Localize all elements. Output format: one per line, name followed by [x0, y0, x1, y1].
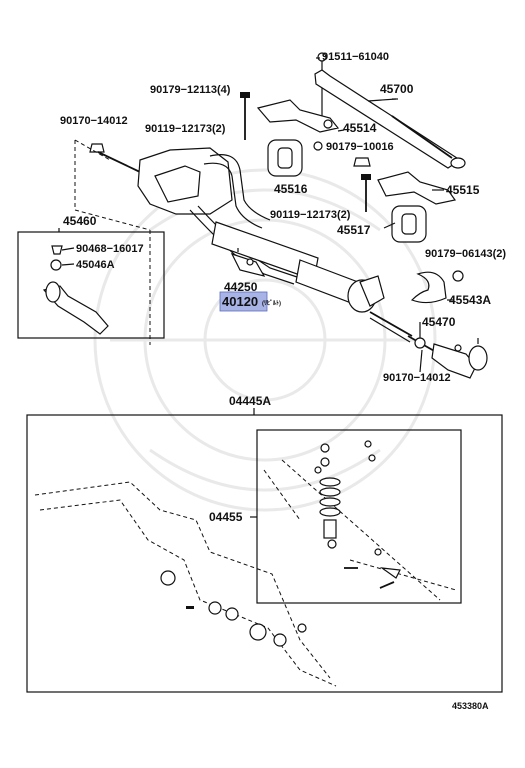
- label-04455[interactable]: 04455: [209, 510, 243, 524]
- label-40120-suffix: (ﾘﾋﾞﾙﾄ): [262, 299, 281, 307]
- label-91511-61040[interactable]: 91511−61040: [322, 51, 389, 63]
- damper-bracket-illustration: [256, 99, 457, 243]
- label-90179-10016[interactable]: 90179−10016: [326, 141, 394, 153]
- part-labels: 91511−61040 45700 90179−12113(4) 90170−1…: [60, 51, 506, 711]
- label-90179-12113[interactable]: 90179−12113(4): [150, 84, 231, 96]
- label-45700[interactable]: 45700: [380, 82, 414, 96]
- leader-lines: [61, 57, 454, 373]
- label-04445A[interactable]: 04445A: [229, 394, 271, 408]
- label-44250[interactable]: 44250: [224, 280, 258, 294]
- gasket-kit-box: [26, 408, 503, 693]
- selected-part-highlight[interactable]: [219, 291, 268, 312]
- figure-code: 453380A: [452, 701, 489, 711]
- label-90179-06143[interactable]: 90179−06143(2): [425, 248, 506, 260]
- bolt-icons: [89, 92, 464, 282]
- label-45460[interactable]: 45460: [63, 214, 97, 228]
- label-90170-14012-bot[interactable]: 90170−14012: [383, 372, 451, 384]
- label-45543A[interactable]: 45543A: [449, 293, 491, 307]
- label-45046A[interactable]: 45046A: [76, 259, 115, 271]
- washer-icon: [313, 141, 323, 151]
- tie-rod-end-right-illustration: [407, 335, 488, 379]
- label-40120[interactable]: 40120: [222, 294, 258, 309]
- watermark-emblem: [93, 168, 437, 512]
- label-90119-12173-mid[interactable]: 90119−12173(2): [270, 209, 351, 221]
- steering-gear-illustration: [74, 139, 413, 345]
- label-45517[interactable]: 45517: [337, 223, 371, 237]
- label-90170-14012-top[interactable]: 90170−14012: [60, 115, 128, 127]
- label-45514[interactable]: 45514: [343, 121, 377, 135]
- steering-damper-illustration: [314, 52, 466, 169]
- rack-bracket-illustration: [410, 271, 447, 304]
- label-45470[interactable]: 45470: [422, 315, 456, 329]
- label-90468-16017[interactable]: 90468−16017: [76, 243, 144, 255]
- label-90119-12173-top[interactable]: 90119−12173(2): [145, 123, 226, 135]
- label-45515[interactable]: 45515: [446, 183, 480, 197]
- label-45516[interactable]: 45516: [274, 182, 308, 196]
- tie-rod-end-kit-box: [17, 228, 165, 339]
